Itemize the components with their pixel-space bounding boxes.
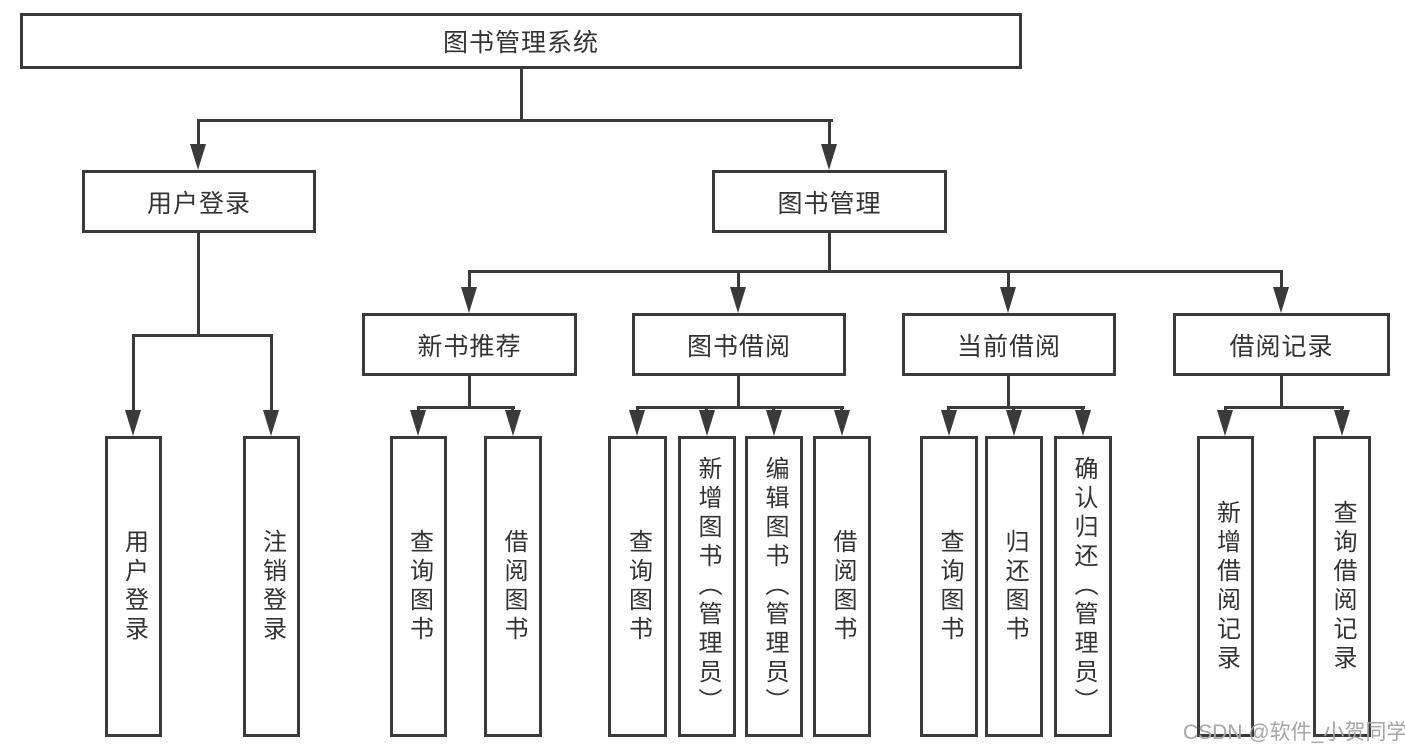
- connector-line: [468, 376, 471, 409]
- connector-line: [828, 119, 831, 155]
- arrow-down-icon: [834, 410, 850, 436]
- connector-line: [197, 119, 200, 155]
- arrow-down-icon: [190, 144, 206, 170]
- connector-line: [468, 270, 1283, 273]
- node-leaf-edit-books-admin: 编辑图书（管理员）: [745, 436, 803, 737]
- node-leaf-add-books-admin: 新增图书（管理员）: [678, 436, 736, 737]
- arrow-down-icon: [1075, 410, 1091, 436]
- node-leaf-borrow-books: 借阅图书: [484, 436, 542, 737]
- node-leaf-logout: 注销登录: [243, 436, 300, 737]
- connector-line: [737, 270, 740, 292]
- arrow-down-icon: [263, 410, 279, 436]
- connector-line: [1224, 406, 1344, 409]
- node-leaf-return-books: 归还图书: [985, 436, 1043, 737]
- node-leaf-label: 归还图书: [1001, 528, 1028, 645]
- arrow-down-icon: [1000, 287, 1016, 313]
- connector-line: [828, 233, 831, 273]
- arrow-down-icon: [125, 410, 141, 436]
- node-label: 用户登录: [146, 189, 251, 218]
- node-label: 图书借阅: [686, 332, 791, 361]
- node-root: 图书管理系统: [20, 13, 1022, 69]
- node-new-book-recommend: 新书推荐: [362, 313, 577, 376]
- connector-line: [270, 334, 273, 415]
- arrow-down-icon: [1334, 410, 1350, 436]
- connector-line: [197, 233, 200, 337]
- arrow-down-icon: [1217, 410, 1233, 436]
- node-leaf-add-borrow-record: 新增借阅记录: [1197, 436, 1254, 737]
- arrow-down-icon: [410, 410, 426, 436]
- node-leaf-label: 查询图书: [624, 528, 652, 645]
- node-leaf-label: 借阅图书: [829, 528, 856, 645]
- node-borrowing-records: 借阅记录: [1173, 313, 1390, 376]
- node-leaf-label: 新增图书（管理员）: [694, 456, 721, 717]
- node-leaf-label: 确认归还（管理员）: [1070, 456, 1097, 717]
- connector-line: [947, 406, 1085, 409]
- node-leaf-label: 注销登录: [258, 528, 286, 645]
- node-leaf-query-books: 查询图书: [390, 436, 447, 737]
- node-leaf-confirm-return-admin: 确认归还（管理员）: [1054, 436, 1112, 737]
- node-leaf-label: 查询图书: [405, 528, 433, 645]
- arrow-down-icon: [730, 287, 746, 313]
- node-user-login: 用户登录: [82, 170, 316, 233]
- node-leaf-label: 借阅图书: [500, 528, 527, 645]
- connector-line: [197, 119, 833, 122]
- connector-line: [132, 334, 273, 337]
- node-leaf-label: 查询借阅记录: [1329, 499, 1356, 674]
- node-leaf-user-login: 用户登录: [105, 436, 162, 737]
- node-book-borrowing: 图书借阅: [632, 313, 846, 376]
- node-leaf-query-books: 查询图书: [608, 436, 667, 737]
- arrow-down-icon: [1273, 287, 1289, 313]
- arrow-down-icon: [699, 410, 715, 436]
- node-leaf-query-borrow-record: 查询借阅记录: [1313, 436, 1371, 737]
- arrow-down-icon: [629, 410, 645, 436]
- arrow-down-icon: [461, 287, 477, 313]
- connector-line: [737, 376, 740, 409]
- connector-line: [636, 406, 844, 409]
- node-label: 借阅记录: [1229, 332, 1334, 361]
- node-leaf-label: 用户登录: [120, 528, 148, 645]
- arrow-down-icon: [941, 410, 957, 436]
- arrow-down-icon: [505, 410, 521, 436]
- connector-line: [468, 270, 471, 292]
- arrow-down-icon: [821, 144, 837, 170]
- node-label: 新书推荐: [417, 332, 522, 361]
- node-leaf-label: 新增借阅记录: [1212, 499, 1240, 674]
- node-root-label: 图书管理系统: [442, 29, 599, 57]
- node-label: 当前借阅: [956, 332, 1061, 361]
- connector-line: [1007, 376, 1010, 409]
- node-leaf-label: 编辑图书（管理员）: [761, 456, 788, 717]
- node-leaf-borrow-books: 借阅图书: [813, 436, 871, 737]
- connector-line: [1007, 270, 1010, 292]
- watermark: CSDN @软件_小贺同学: [1183, 721, 1405, 744]
- connector-line: [417, 406, 515, 409]
- node-leaf-query-books: 查询图书: [920, 436, 978, 737]
- node-label: 图书管理: [777, 189, 882, 218]
- connector-line: [132, 334, 135, 415]
- arrow-down-icon: [1006, 410, 1022, 436]
- node-leaf-label: 查询图书: [936, 528, 963, 645]
- node-book-management: 图书管理: [712, 170, 947, 233]
- node-current-borrowing: 当前借阅: [902, 313, 1116, 376]
- connector-line: [1280, 270, 1283, 292]
- connector-line: [520, 69, 523, 122]
- connector-line: [1280, 376, 1283, 409]
- arrow-down-icon: [766, 410, 782, 436]
